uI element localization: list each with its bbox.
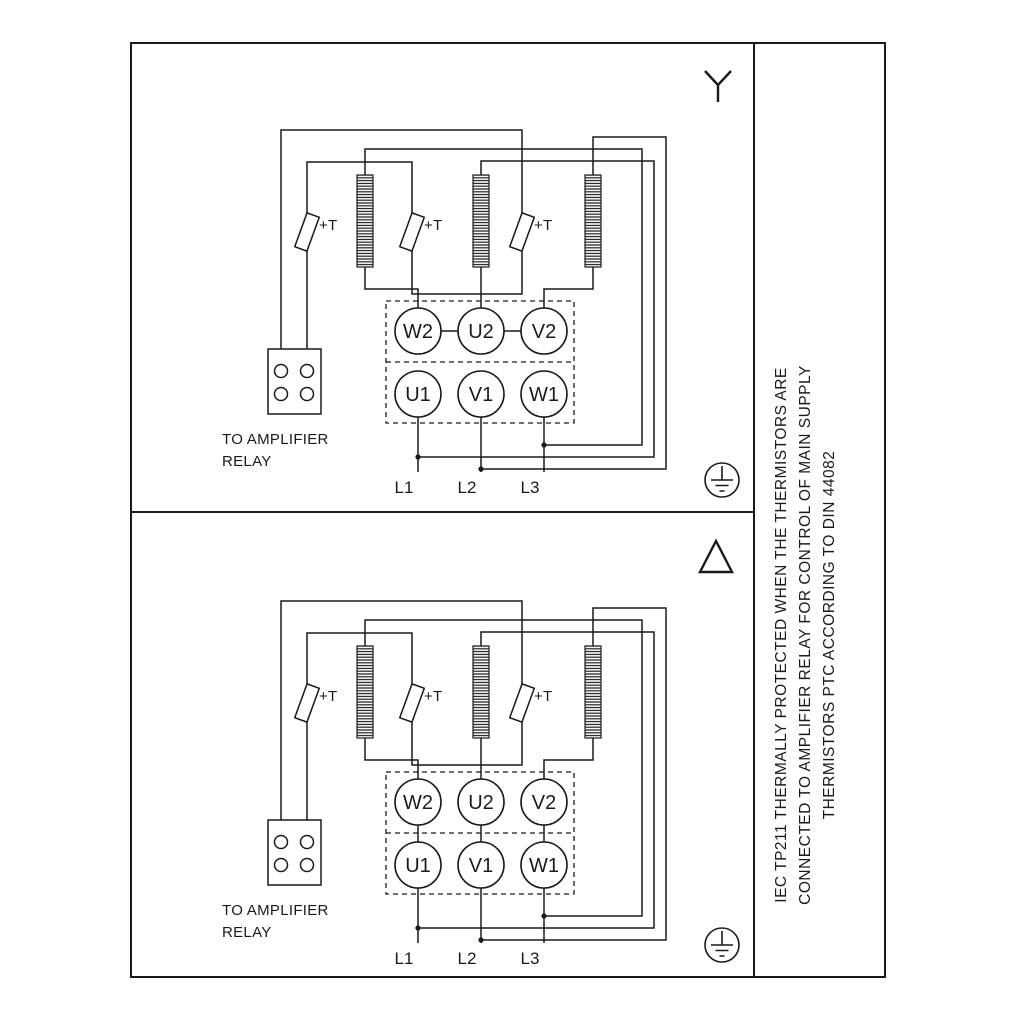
junction-dot bbox=[415, 454, 421, 460]
thermistor-label: +T bbox=[534, 688, 553, 705]
junction-dot bbox=[478, 937, 484, 943]
side-note-line-3: THERMISTORS PTC ACCORDING TO DIN 44082 bbox=[821, 450, 838, 820]
panel-divider bbox=[130, 511, 753, 513]
junction-dot bbox=[478, 466, 484, 472]
terminal-label: V2 bbox=[532, 792, 556, 814]
amplifier-relay-block bbox=[267, 348, 322, 415]
thermistor-icon bbox=[398, 211, 426, 253]
wire bbox=[364, 619, 643, 917]
terminal-w1 bbox=[520, 370, 568, 418]
thermistor-icon bbox=[508, 682, 536, 724]
relay-caption: TO AMPLIFIER bbox=[222, 431, 329, 448]
thermistor-label: +T bbox=[424, 217, 443, 234]
wire bbox=[280, 129, 523, 349]
terminal-w1 bbox=[520, 841, 568, 889]
terminal-label: U2 bbox=[468, 792, 494, 814]
terminal-label: V2 bbox=[532, 321, 556, 343]
thermistor-icon bbox=[293, 682, 321, 724]
wiring bbox=[267, 70, 740, 498]
terminal-label: U1 bbox=[405, 855, 431, 877]
wire bbox=[418, 631, 655, 929]
junction-dot bbox=[541, 913, 547, 919]
motor-winding-w bbox=[356, 174, 374, 268]
thermistor-label: +T bbox=[424, 688, 443, 705]
thermistor-icon bbox=[508, 211, 536, 253]
vertical-divider bbox=[753, 42, 755, 978]
motor-winding-w bbox=[356, 645, 374, 739]
terminal-label: V1 bbox=[469, 855, 493, 877]
thermistor-label: +T bbox=[319, 688, 338, 705]
terminal-label: W2 bbox=[403, 321, 433, 343]
star-connection-panel: W2 U2 V2 U1 V1 W1 L1 L2 L3 +T +T +T TO A… bbox=[222, 70, 740, 498]
sheet-border bbox=[130, 42, 886, 978]
supply-line-label: L1 bbox=[395, 949, 414, 968]
terminal-label: W2 bbox=[403, 792, 433, 814]
terminal-w2 bbox=[394, 307, 442, 355]
side-note-line-1: IEC TP211 THERMALLY PROTECTED WHEN THE T… bbox=[773, 367, 790, 903]
wire bbox=[364, 738, 419, 779]
amplifier-relay-block bbox=[267, 819, 322, 886]
terminal-label: U1 bbox=[405, 384, 431, 406]
terminal-label: W1 bbox=[529, 384, 559, 406]
terminal-w2 bbox=[394, 778, 442, 826]
junction-dot bbox=[541, 442, 547, 448]
terminal-v1 bbox=[457, 370, 505, 418]
supply-line-label: L3 bbox=[521, 478, 540, 497]
wye-symbol-icon bbox=[704, 70, 732, 102]
wire bbox=[543, 738, 594, 779]
terminal-v2 bbox=[520, 778, 568, 826]
wire bbox=[364, 267, 419, 308]
delta-connection-panel: W2 U2 V2 U1 V1 W1 L1 L2 L3 +T +T +T TO A… bbox=[222, 538, 740, 968]
wire bbox=[411, 272, 523, 295]
terminal-circles bbox=[394, 307, 568, 418]
relay-caption: TO AMPLIFIER bbox=[222, 902, 329, 919]
motor-winding-v bbox=[584, 174, 602, 268]
side-note-line-2: CONNECTED TO AMPLIFIER RELAY FOR CONTROL… bbox=[797, 365, 814, 905]
thermistor-icon bbox=[293, 211, 321, 253]
supply-line-label: L3 bbox=[521, 949, 540, 968]
wire bbox=[543, 267, 594, 308]
wire bbox=[364, 148, 643, 446]
wire bbox=[481, 136, 667, 470]
terminal-v1 bbox=[457, 841, 505, 889]
supply-line-label: L2 bbox=[458, 949, 477, 968]
relay-caption: RELAY bbox=[222, 924, 272, 941]
terminal-v2 bbox=[520, 307, 568, 355]
delta-symbol-icon bbox=[698, 538, 734, 574]
wire bbox=[280, 600, 523, 820]
motor-winding-u bbox=[472, 174, 490, 268]
terminal-label: V1 bbox=[469, 384, 493, 406]
earth-ground-icon bbox=[704, 927, 740, 963]
terminal-label: U2 bbox=[468, 321, 494, 343]
thermistor-icon bbox=[398, 682, 426, 724]
terminal-u2 bbox=[457, 778, 505, 826]
wire bbox=[411, 743, 523, 766]
motor-winding-v bbox=[584, 645, 602, 739]
thermistor-label: +T bbox=[534, 217, 553, 234]
terminal-u1 bbox=[394, 841, 442, 889]
wire bbox=[418, 160, 655, 458]
terminal-circles bbox=[394, 778, 568, 889]
motor-winding-u bbox=[472, 645, 490, 739]
thermistor-label: +T bbox=[319, 217, 338, 234]
supply-line-label: L1 bbox=[395, 478, 414, 497]
terminal-label: W1 bbox=[529, 855, 559, 877]
wiring bbox=[267, 538, 740, 963]
junction-dot bbox=[415, 925, 421, 931]
earth-ground-icon bbox=[704, 462, 740, 498]
supply-line-label: L2 bbox=[458, 478, 477, 497]
terminal-u2 bbox=[457, 307, 505, 355]
relay-caption: RELAY bbox=[222, 453, 272, 470]
wire bbox=[481, 607, 667, 941]
terminal-u1 bbox=[394, 370, 442, 418]
